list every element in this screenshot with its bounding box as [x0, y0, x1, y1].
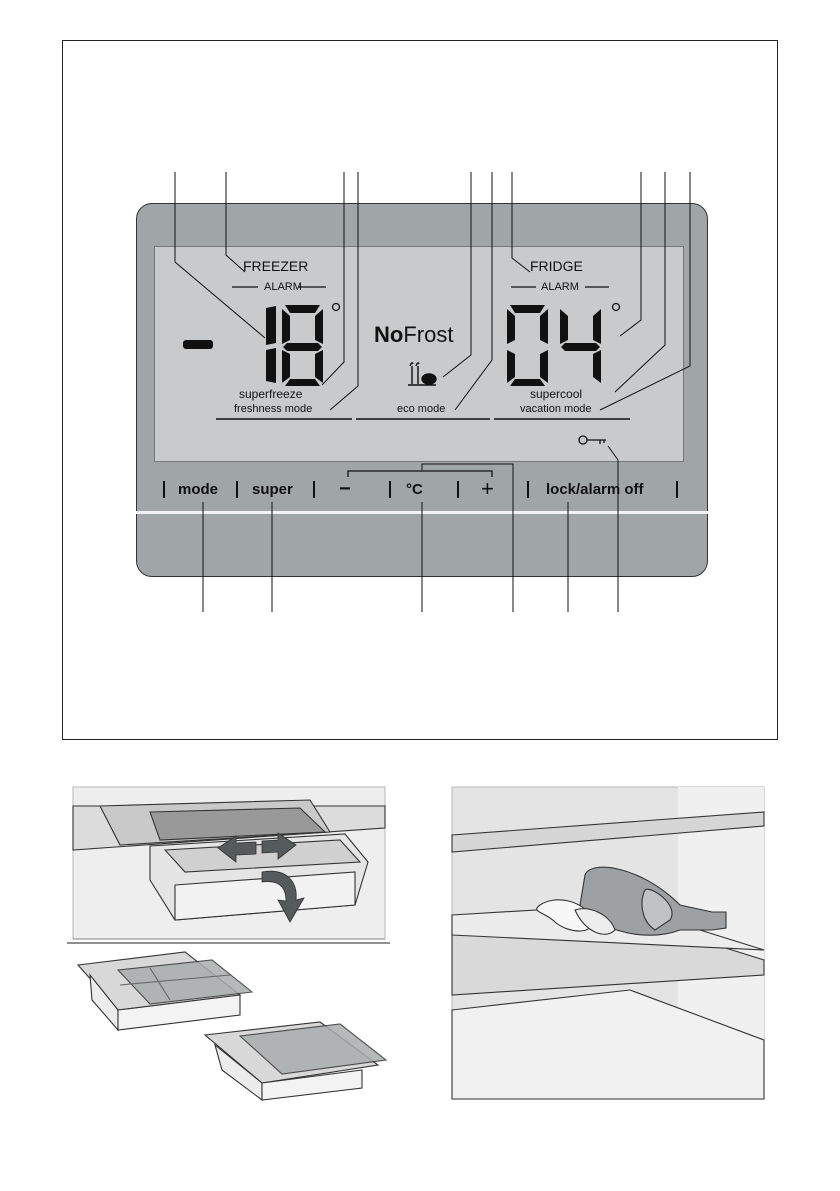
drawer-illustration: [73, 787, 385, 939]
digit-1-top: [266, 306, 276, 345]
tray-illustration: [78, 952, 386, 1100]
bottle-shelf-illustration: [452, 787, 764, 1099]
fridge-degree-symbol: [613, 304, 620, 311]
freezer-degree-symbol: [333, 304, 340, 311]
freezer-temperature-digits: [183, 305, 323, 386]
eco-leaf-icon: [408, 363, 436, 385]
minus-plus-bracket: [348, 471, 492, 477]
digit-1-bottom: [266, 348, 276, 383]
fridge-temperature-digits: [507, 305, 601, 386]
key-lock-icon: [579, 436, 606, 444]
minus-segment: [183, 340, 213, 349]
